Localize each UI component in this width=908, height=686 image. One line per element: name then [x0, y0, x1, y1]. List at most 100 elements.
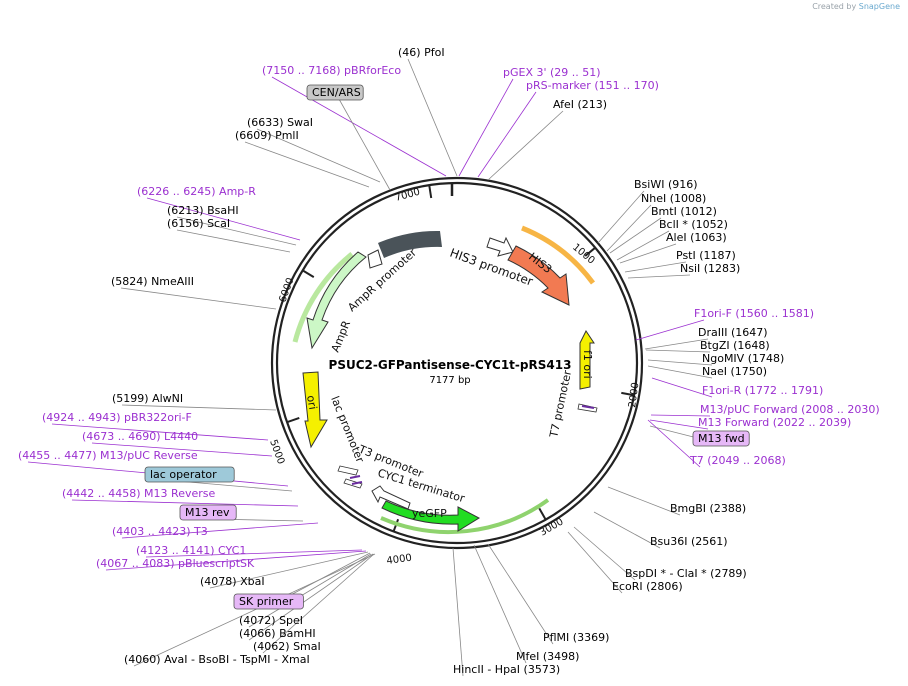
site-label: F1ori-F (1560 .. 1581) [694, 307, 814, 320]
site-label: (6633) SwaI [247, 116, 313, 129]
leader-line [647, 359, 713, 366]
tick-marks [286, 183, 635, 532]
site-box [144, 466, 235, 483]
leader-line [120, 287, 277, 310]
leader-line [271, 76, 447, 177]
tick-mark [584, 246, 596, 257]
leader-line [71, 499, 299, 507]
leader-line [645, 349, 711, 353]
leader-line [248, 553, 374, 641]
site-label: BsiWI (916) [634, 178, 698, 191]
leader-line [121, 404, 277, 411]
site-label: CEN/ARS [312, 86, 361, 99]
site-label: (4078) XbaI [200, 575, 265, 588]
snapgene-credit: Created by SnapGene [812, 2, 900, 11]
cen-ars-arc [378, 230, 442, 258]
tick-7000: 7000 [394, 187, 421, 204]
t7-promoter-arrow [577, 403, 598, 413]
leader-line [262, 553, 375, 654]
yegfp-label: yeGFP [412, 507, 447, 520]
leader-line [635, 319, 705, 341]
site-label: M13 rev [185, 506, 230, 519]
yegfp-arc [380, 498, 550, 535]
site-label: (4066) BamHI [239, 627, 316, 640]
his3-arrow [507, 245, 570, 306]
leader-line [244, 141, 370, 188]
lac-promoter-arrow [337, 465, 359, 476]
leader-line [209, 551, 369, 589]
his3-promoter-arrow [486, 236, 514, 257]
yegfp-arrow [381, 500, 481, 532]
site-box [233, 593, 304, 610]
site-label: (4060) AvaI - BsoBI - TspMI - XmaI [124, 653, 310, 666]
site-label: NgoMIV (1748) [702, 352, 784, 365]
leader-line [256, 128, 381, 183]
site-label: F1ori-R (1772 .. 1791) [702, 384, 823, 397]
tick-mark [428, 185, 433, 199]
ori-label: ori [304, 394, 319, 410]
leader-line [573, 526, 636, 581]
site-label: (4673 .. 4690) L4440 [82, 430, 198, 443]
site-label: (4924 .. 4943) pBR322ori-F [42, 411, 192, 424]
leader-line [338, 98, 391, 191]
leader-line [627, 274, 691, 279]
leader-line [121, 522, 319, 539]
tick-5000: 5000 [267, 438, 286, 466]
credit-prefix: Created by [812, 2, 857, 11]
tick-6000: 6000 [277, 276, 296, 304]
site-label: (4072) SpeI [239, 614, 303, 627]
leader-line [606, 204, 652, 252]
site-label: (6156) ScaI [167, 217, 230, 230]
tick-mark [538, 507, 547, 521]
site-label: (5199) AlwNI [112, 392, 183, 405]
site-box [179, 504, 237, 521]
leader-line [145, 549, 363, 558]
credit-brand: SnapGene [858, 2, 900, 11]
plasmid-length: 7177 bp [429, 375, 470, 386]
leader-line [597, 190, 645, 244]
tick-2000: 2000 [627, 382, 641, 409]
leader-line [51, 423, 269, 441]
site-label: M13/pUC Forward (2008 .. 2030) [700, 403, 880, 416]
site-label: M13 fwd [698, 432, 745, 445]
ori-arrow [302, 371, 328, 449]
site-label: (4455 .. 4477) M13/pUC Reverse [18, 449, 198, 462]
leader-line [651, 377, 713, 398]
site-label: AfeI (213) [553, 98, 607, 111]
site-label: BtgZI (1648) [700, 339, 770, 352]
backbone-outer [270, 176, 644, 550]
f1-ori-arrow [579, 330, 595, 390]
tick-3000: 3000 [538, 516, 566, 538]
leader-line [105, 550, 367, 571]
leader-line [649, 419, 709, 430]
site-label: BmgBI (2388) [670, 502, 746, 515]
small-feature-marks [349, 405, 595, 485]
site-label: BmtI (1012) [651, 205, 717, 218]
site-label: (4062) SmaI [253, 640, 321, 653]
leader-line [477, 91, 537, 178]
site-label: PstI (1187) [676, 249, 736, 262]
leader-line [647, 419, 701, 468]
f1-ori-label: f1 ori [581, 350, 594, 379]
ampr-arrow [306, 251, 367, 350]
site-label: NaeI (1750) [702, 365, 767, 378]
leader-line [452, 547, 464, 677]
site-box [692, 430, 750, 447]
backbone-inner [275, 181, 639, 545]
site-label: AleI (1063) [666, 231, 727, 244]
lac-promoter-label: lac promoter [328, 394, 367, 465]
leader-line [593, 511, 661, 549]
leader-line [487, 110, 564, 181]
leader-line [607, 486, 681, 516]
site-label: (6213) BsaHI [167, 204, 239, 217]
leader-line [567, 531, 623, 594]
site-label: pGEX 3' (29 .. 51) [503, 66, 601, 79]
leader-line [458, 78, 514, 177]
his3-arc [521, 225, 596, 285]
site-label: (4403 .. 4423) T3 [112, 525, 208, 538]
site-label: (4123 .. 4141) CYC1 [136, 544, 246, 557]
site-label: (4067 .. 4083) pBluescriptSK [96, 557, 255, 570]
site-label: HincII - HpaI (3573) [453, 663, 560, 676]
